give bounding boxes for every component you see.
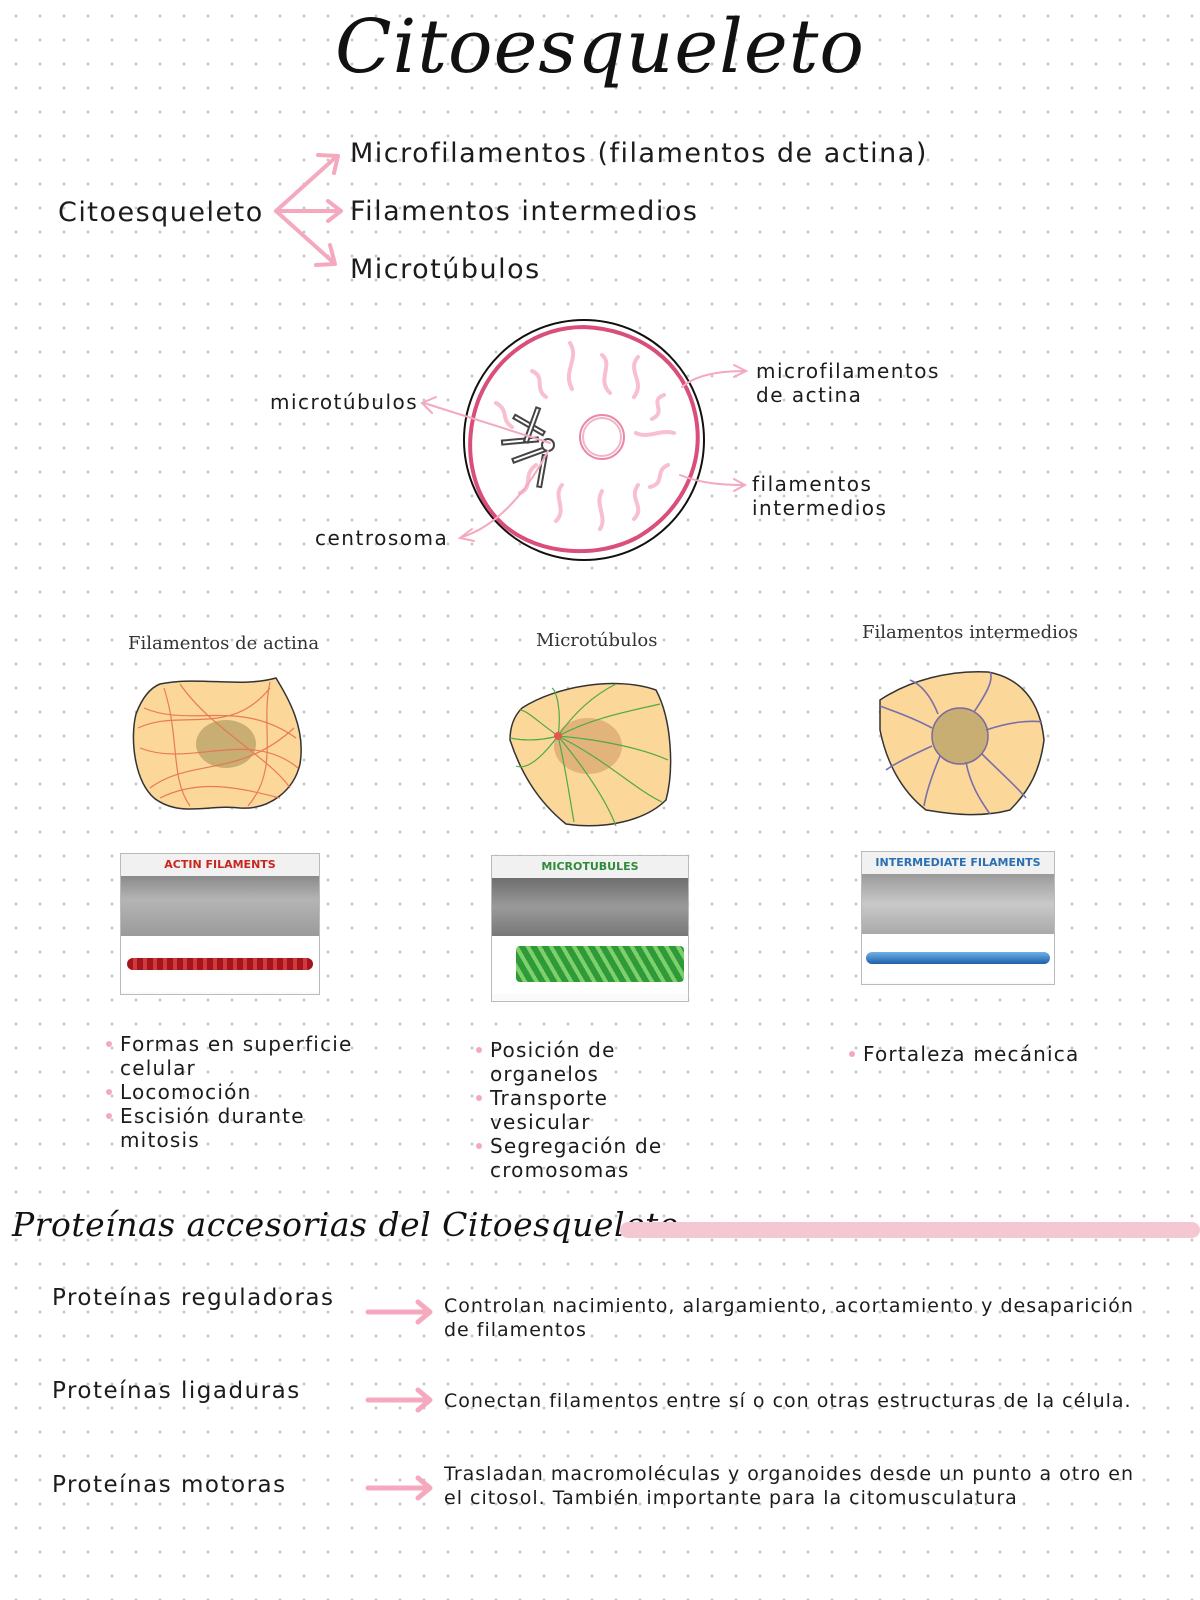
label-microfilamentos: microfilamentos [756, 359, 940, 383]
list-item: Formas en superficie celular [106, 1032, 356, 1080]
row-desc-motoras: Trasladan macromoléculas y organoides de… [444, 1462, 1134, 1510]
list-item: Locomoción [106, 1080, 356, 1104]
em-model-intermediate [862, 934, 1054, 982]
arrow-icon [365, 1387, 433, 1413]
list-item: Segregación de cromosomas [476, 1134, 716, 1182]
list-item: Fortaleza mecánica [849, 1042, 1109, 1066]
em-label-actin: ACTIN FILAMENTS [121, 854, 319, 876]
caption-actina: Filamentos de actina [128, 633, 320, 654]
arrow-icon [365, 1475, 433, 1501]
row-desc-ligaduras: Conectan filamentos entre sí o con otras… [444, 1389, 1132, 1413]
row-desc-line: el citosol. También importante para la c… [444, 1487, 1018, 1509]
em-model-actin [121, 936, 319, 992]
em-label-microtubules: MICROTUBULES [492, 856, 688, 878]
arrow-icon [365, 1299, 433, 1325]
branch-intermedios: Filamentos intermedios [350, 196, 699, 227]
section-title: Proteínas accesorias del Citoesqueleto [12, 1205, 680, 1244]
em-panel-microtubules: MICROTUBULES [491, 855, 689, 1002]
branch-microtubulos: Microtúbulos [350, 254, 541, 285]
row-desc-line: Trasladan macromoléculas y organoides de… [444, 1463, 1135, 1485]
caption-intermedios: Filamentos intermedios [862, 622, 1078, 643]
cell-diagram [420, 319, 749, 561]
label-microtubulos: microtúbulos [270, 390, 419, 414]
row-desc-line: Controlan nacimiento, alargamiento, acor… [444, 1295, 1134, 1317]
bullets-microtubules: Posición de organelos Transporte vesicul… [476, 1038, 716, 1182]
tree-arrows [274, 153, 343, 267]
branch-microfilamentos: Microfilamentos (filamentos de actina) [350, 138, 928, 169]
bullets-actin: Formas en superficie celular Locomoción … [106, 1032, 356, 1152]
em-photo-intermediate [862, 874, 1054, 934]
page-title: Citoesqueleto [335, 4, 865, 90]
row-desc-line: de filamentos [444, 1319, 587, 1341]
caption-microtubulos: Microtúbulos [536, 630, 658, 651]
list-item: Posición de organelos [476, 1038, 716, 1086]
row-label-motoras: Proteínas motoras [52, 1472, 287, 1498]
em-label-intermediate: INTERMEDIATE FILAMENTS [862, 852, 1054, 874]
tree-root: Citoesqueleto [58, 197, 264, 228]
em-panel-intermediate: INTERMEDIATE FILAMENTS [861, 851, 1055, 985]
label-de-actina: de actina [756, 383, 863, 407]
em-panel-actin: ACTIN FILAMENTS [120, 853, 320, 995]
label-centrosoma: centrosoma [315, 526, 449, 550]
row-desc-reguladoras: Controlan nacimiento, alargamiento, acor… [444, 1294, 1134, 1342]
actin-cell-illustration [132, 677, 302, 810]
bullets-intermediate: Fortaleza mecánica [849, 1042, 1109, 1066]
label-filamentos: filamentos [752, 472, 873, 496]
section-highlight-bar [620, 1222, 1200, 1238]
intermediate-cell-illustration [879, 671, 1045, 816]
label-intermedios: intermedios [752, 496, 888, 520]
microtubule-cell-illustration [509, 682, 672, 827]
em-model-microtubules [492, 936, 688, 994]
row-desc-line: Conectan filamentos entre sí o con otras… [444, 1390, 1132, 1412]
list-item: Escisión durante mitosis [106, 1104, 356, 1152]
list-item: Transporte vesicular [476, 1086, 716, 1134]
em-photo-microtubules [492, 878, 688, 936]
row-label-ligaduras: Proteínas ligaduras [52, 1378, 301, 1404]
em-photo-actin [121, 876, 319, 936]
row-label-reguladoras: Proteínas reguladoras [52, 1285, 335, 1311]
